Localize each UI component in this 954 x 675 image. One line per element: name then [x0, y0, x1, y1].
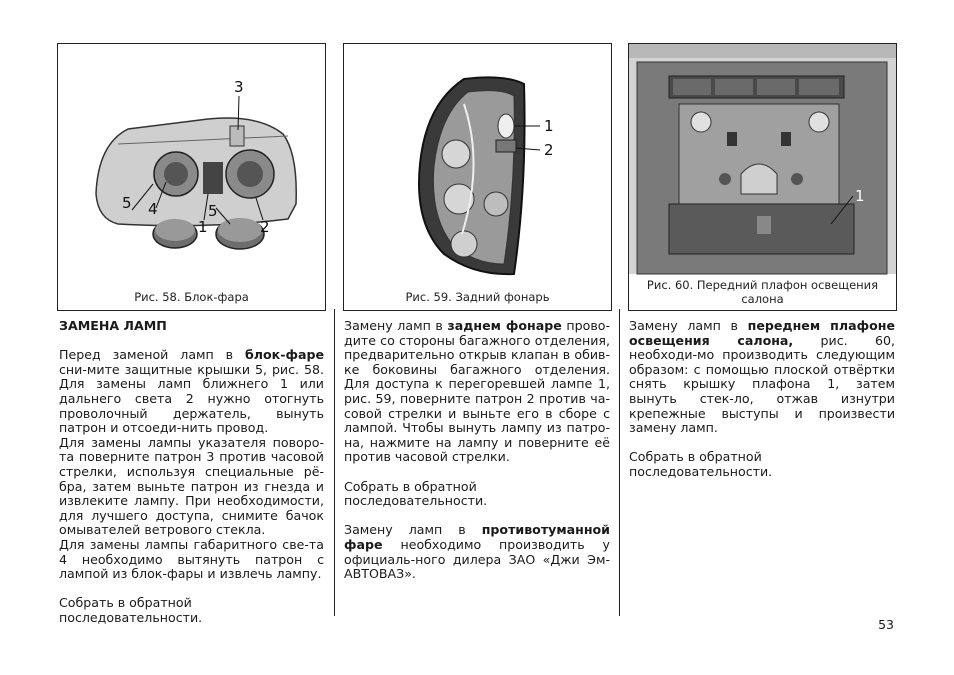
col1-p1-post: сни-мите защитные крышки 5, рис. 58. Для…: [59, 361, 324, 436]
rear-lamp-illustration: 1 2: [418, 76, 554, 276]
fig58-label-5b: 5: [208, 202, 218, 220]
fig58-label-2: 2: [260, 218, 270, 236]
col3-paragraph-2: Собрать в обратной последовательности.: [629, 449, 773, 479]
col1-paragraph-3: Для замены лампы габаритного све-та 4 не…: [59, 536, 324, 582]
col3-p1-post: рис. 60, необходи-мо производить следующ…: [629, 332, 895, 436]
col1-p1-bold: блок-фаре: [245, 347, 324, 363]
fig58-label-4: 4: [148, 200, 158, 218]
col3-p1-pre: Замену ламп в: [629, 318, 748, 333]
text-column-2: Замену ламп в заднем фонаре прово-дите с…: [344, 318, 611, 582]
col2-p1-pre: Замену ламп в: [344, 318, 448, 333]
col1-paragraph-4: Собрать в обратной последовательности.: [59, 595, 203, 625]
fig60-caption-line1: Рис. 60. Передний плафон освещения: [646, 278, 879, 292]
fig60-label-1: 1: [855, 187, 865, 205]
col2-p1-bold: заднем фонаре: [447, 318, 562, 333]
col3-paragraph-1: Замену ламп в переднем плафоне освещения…: [629, 318, 895, 436]
fig58-label-1: 1: [198, 218, 208, 236]
col1-paragraph-2: Для замены лампы указателя поворо-та пов…: [59, 434, 324, 538]
fig59-label-1: 1: [544, 117, 554, 135]
col2-paragraph-2: Собрать в обратной последовательности.: [344, 478, 488, 509]
figure-60-dome-light: 1 Рис. 60. Передний плафон освещения сал…: [628, 43, 897, 311]
figure-59-rear-lamp: 1 2 Рис. 59. Задний фонарь: [343, 43, 612, 311]
col2-p3-post: необходимо производить у официаль-ного д…: [344, 536, 610, 582]
col2-p3-bold: противотуманной фаре: [344, 522, 610, 552]
fig60-caption-line2: салона: [741, 292, 784, 306]
headlamp-illustration: 3 5 4 1 5 2: [95, 78, 297, 250]
text-column-3: Замену ламп в переднем плафоне освещения…: [629, 318, 895, 480]
fig58-label-5a: 5: [122, 194, 132, 212]
col2-paragraph-1: Замену ламп в заднем фонаре прово-дите с…: [344, 318, 611, 465]
section-heading: ЗАМЕНА ЛАМП: [59, 318, 167, 333]
col1-p1-pre: Перед заменой ламп в: [59, 347, 245, 363]
fig58-label-3: 3: [234, 78, 244, 96]
col2-p1-post: прово-дите со стороны багажного отделени…: [344, 318, 611, 465]
text-column-1: ЗАМЕНА ЛАМП Перед заменой ламп в блок-фа…: [59, 318, 324, 625]
col1-paragraph-1: Перед заменой ламп в блок-фаре сни-мите …: [59, 347, 324, 436]
column-separator-2: [619, 309, 620, 616]
col2-paragraph-3: Замену ламп в противотуманной фаре необх…: [344, 523, 610, 581]
col2-p3-pre: Замену ламп в: [344, 522, 482, 538]
col3-p1-bold: переднем плафоне освещения салона,: [629, 318, 895, 348]
column-separator-1: [334, 309, 335, 616]
fig59-caption: Рис. 59. Задний фонарь: [405, 290, 550, 304]
page-number: 53: [878, 617, 894, 632]
dome-light-illustration: 1: [629, 44, 896, 275]
fig59-label-2: 2: [544, 141, 554, 159]
fig58-caption: Рис. 58. Блок-фара: [134, 290, 249, 304]
figure-58-headlamp: 3 5 4 1 5 2 Рис. 58. Блок-фара: [57, 43, 326, 311]
